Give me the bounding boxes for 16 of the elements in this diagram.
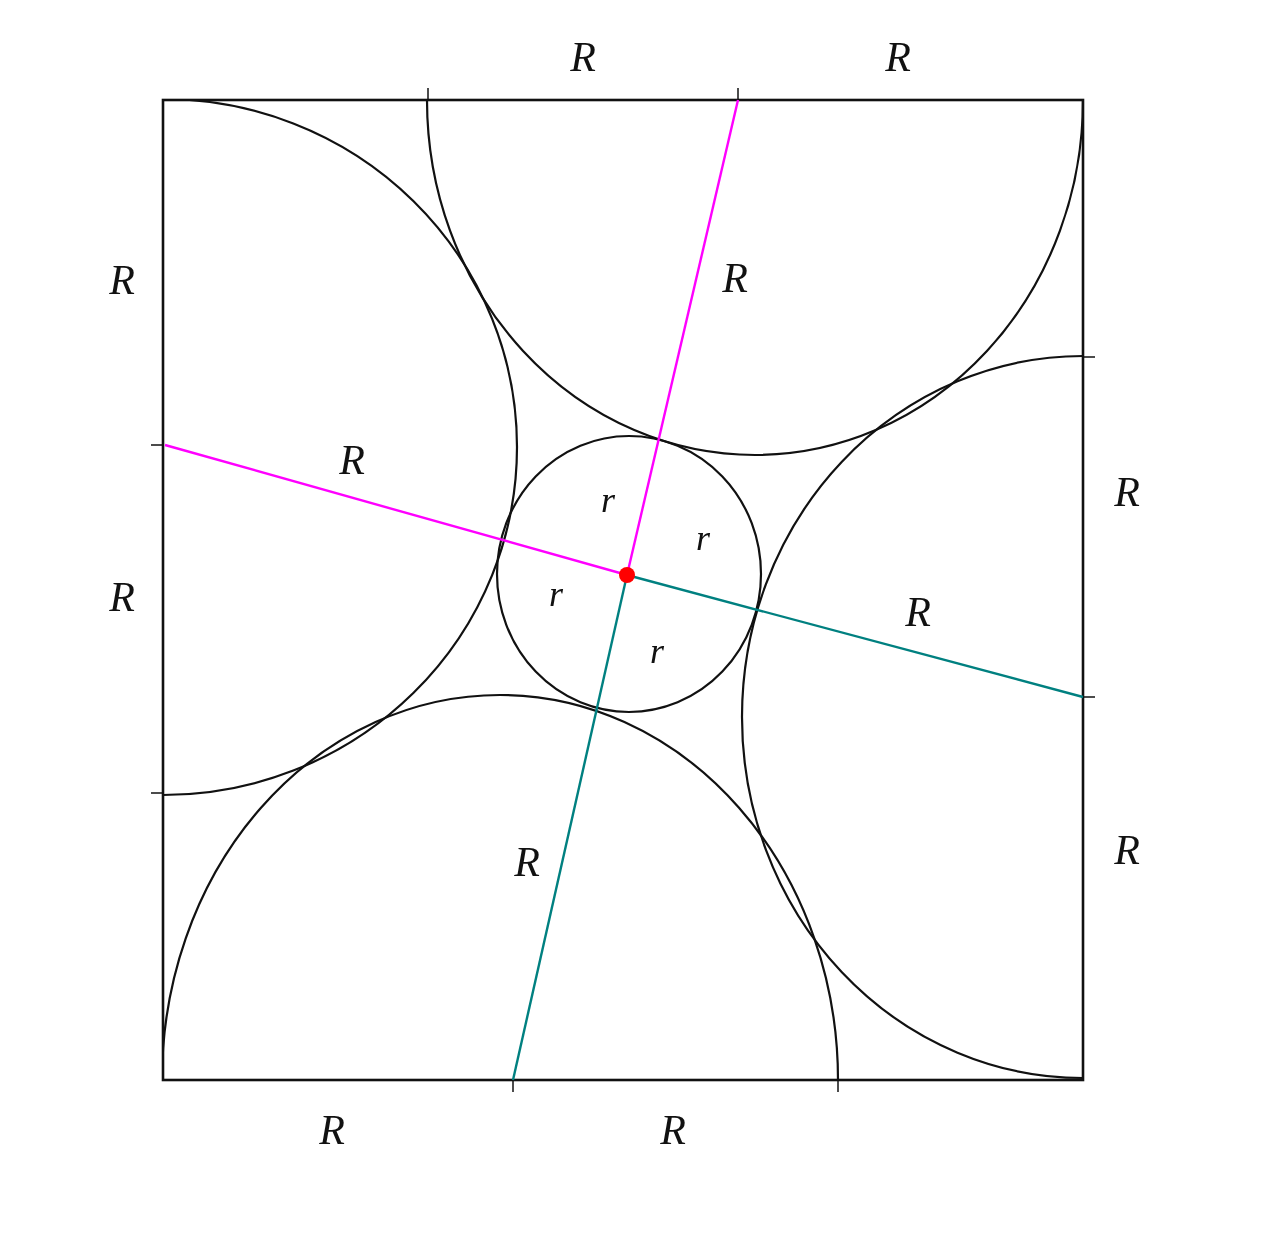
dimension-label: R [1114,829,1140,871]
dimension-label: r [549,576,563,612]
dimension-label: r [601,482,615,518]
dimension-label: R [905,591,931,633]
dimension-label: R [570,36,596,78]
dimension-label: R [339,439,365,481]
dimension-label: R [319,1109,345,1151]
dimension-label: R [660,1109,686,1151]
dimension-label: R [109,259,135,301]
dimension-label: R [722,257,748,299]
dimension-label: r [650,633,664,669]
dimension-label: R [1114,471,1140,513]
dimension-label: R [885,36,911,78]
dimension-label: r [696,520,710,556]
dimension-label: R [514,841,540,883]
dimension-label: R [109,576,135,618]
